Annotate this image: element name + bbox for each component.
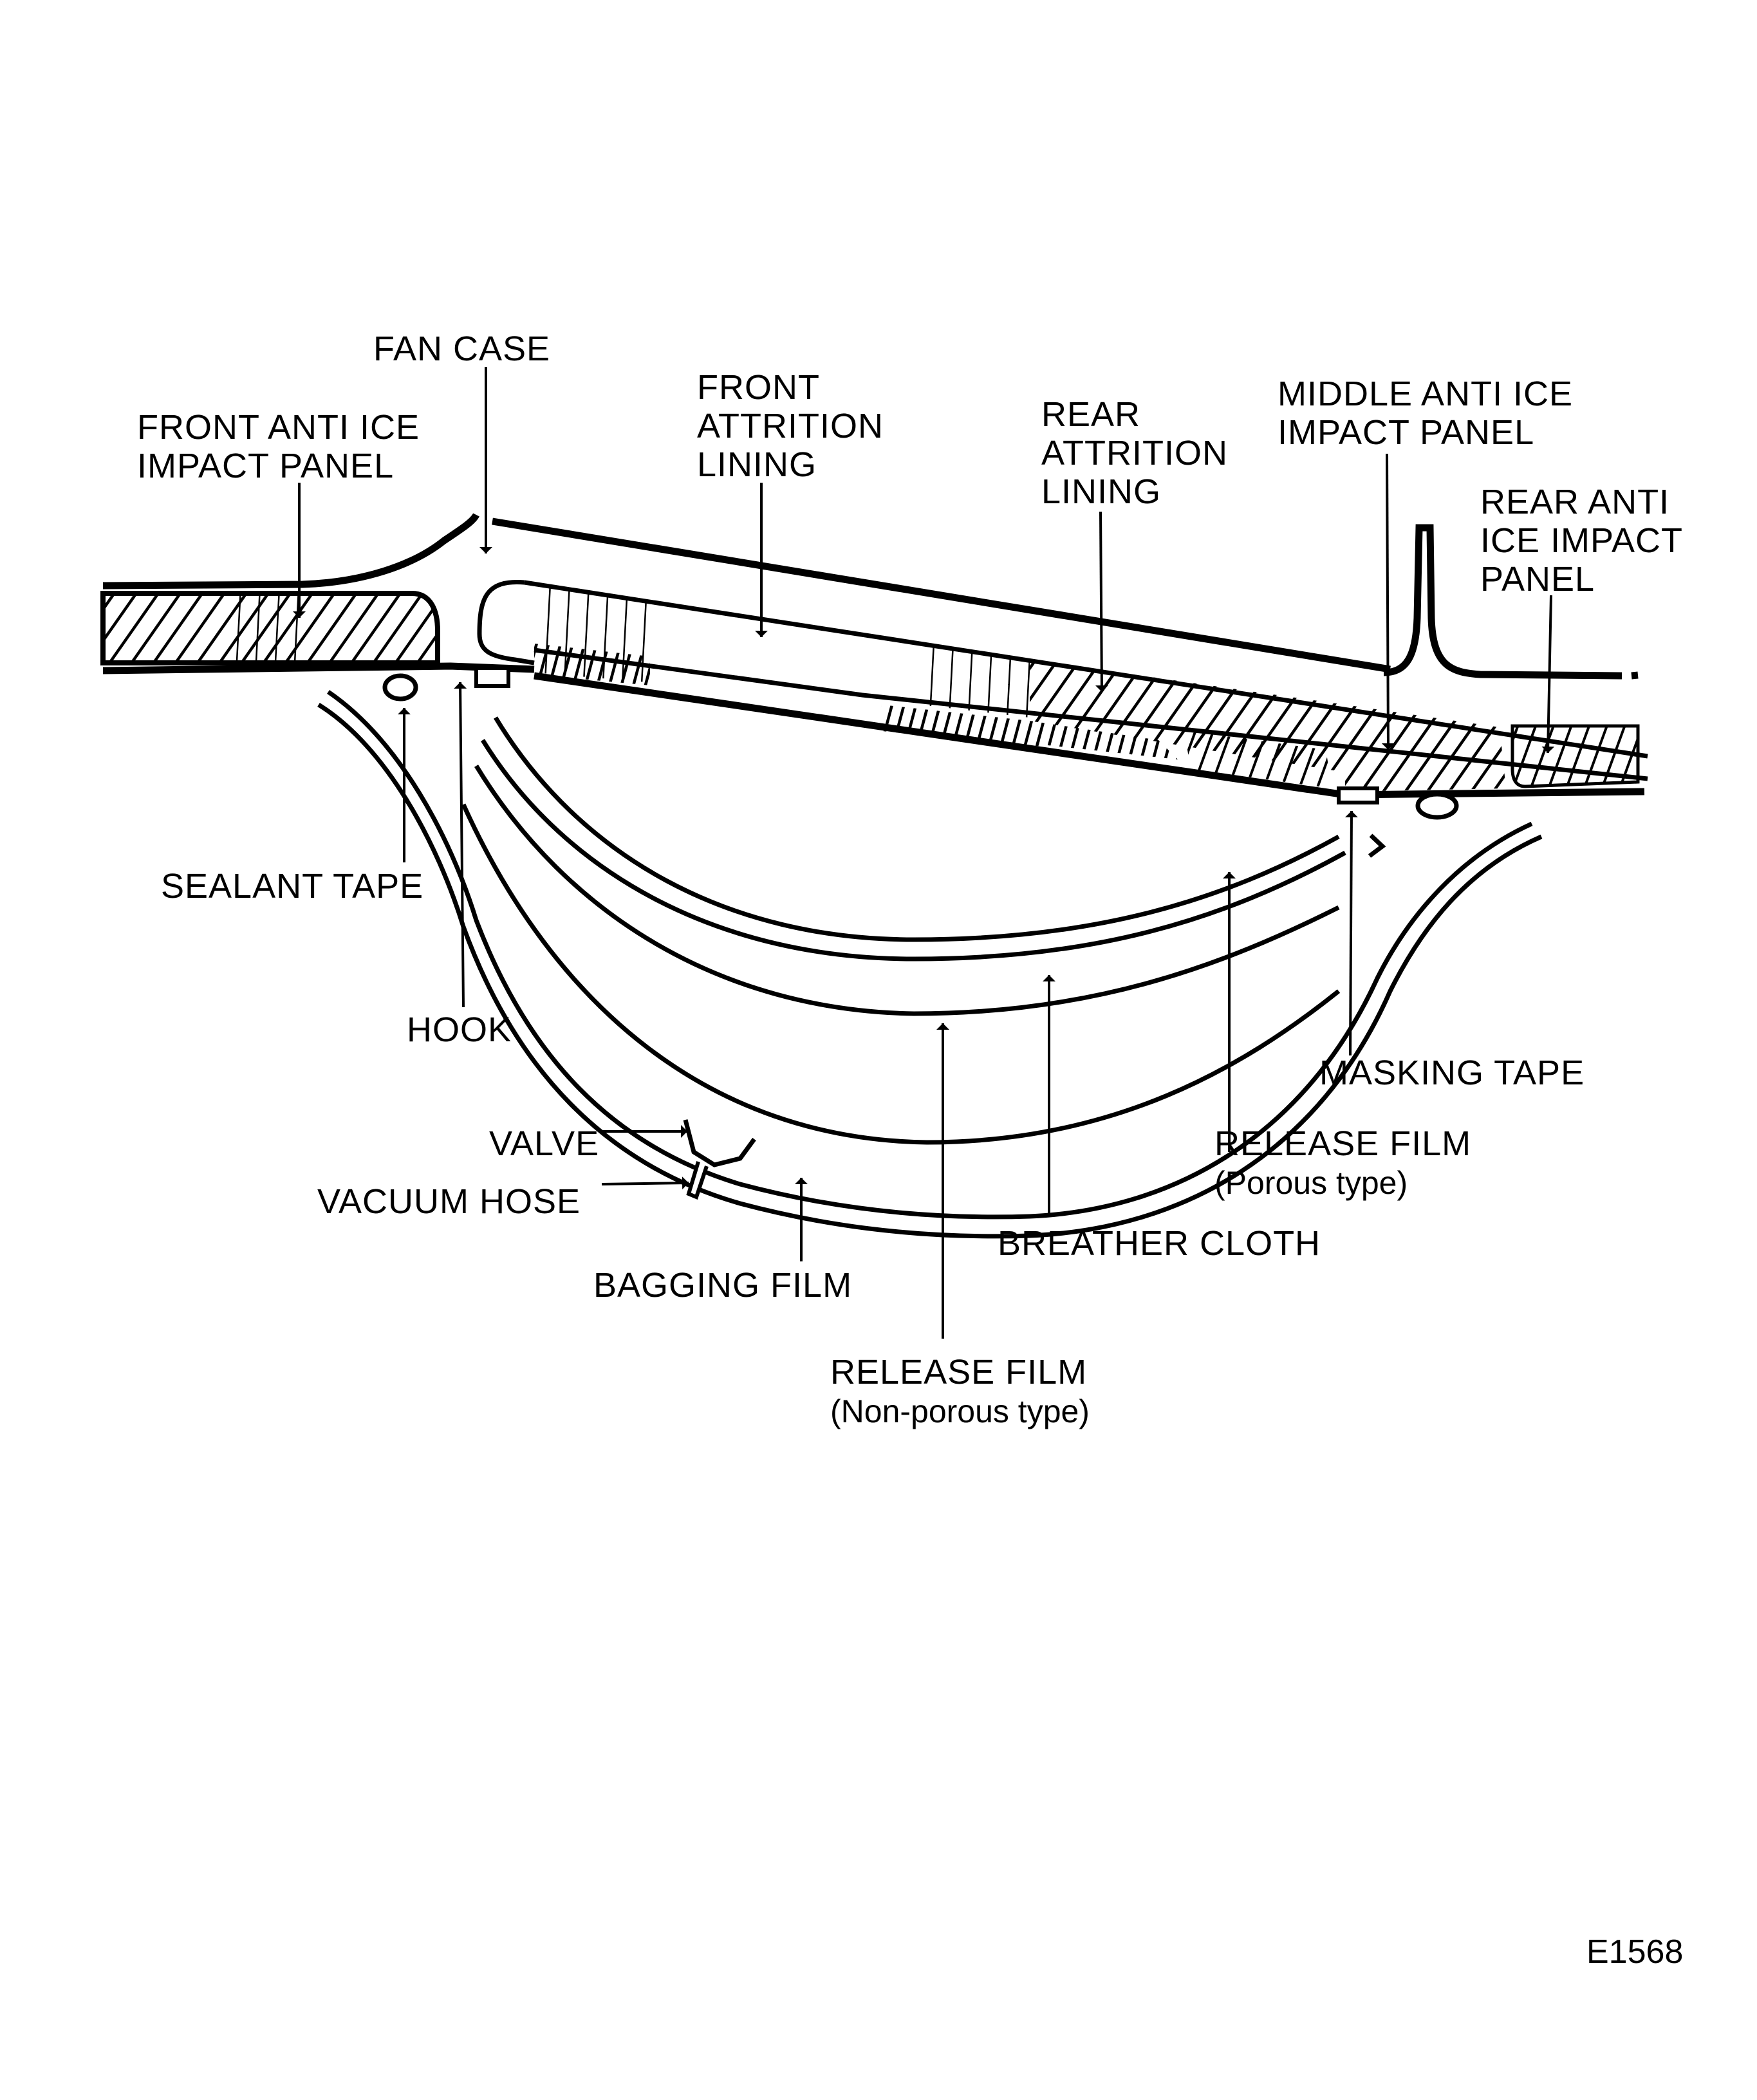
labels: FAN CASE FRONT ANTI ICE IMPACT PANEL FRO…: [137, 330, 1683, 1971]
lining-layers: [524, 580, 1648, 820]
bagging-film-curve: [327, 690, 1533, 1220]
label-release-film-porous-line1: RELEASE FILM: [1214, 1124, 1471, 1163]
label-rear-anti-ice-line3: PANEL: [1480, 560, 1595, 599]
label-front-attrition-line2: ATTRITION: [697, 407, 884, 445]
label-rear-attrition-line1: REAR: [1041, 395, 1140, 434]
label-breather-cloth: BREATHER CLOTH: [998, 1224, 1321, 1263]
fan-case-outline: [102, 513, 1639, 680]
label-sealant-tape: SEALANT TAPE: [161, 867, 423, 906]
sealant-tape-right: [1415, 792, 1459, 820]
label-middle-anti-ice-line2: IMPACT PANEL: [1278, 413, 1534, 452]
hook: [474, 666, 510, 688]
label-rear-anti-ice-line1: REAR ANTI: [1480, 483, 1669, 521]
sealant-tape-left: [382, 673, 418, 702]
valve: [683, 1119, 756, 1167]
label-middle-anti-ice-line1: MIDDLE ANTI ICE: [1278, 375, 1573, 413]
label-bagging-film: BAGGING FILM: [593, 1266, 852, 1305]
label-front-attrition-line1: FRONT: [697, 368, 820, 407]
label-fan-case: FAN CASE: [373, 330, 550, 368]
label-rear-anti-ice-line2: ICE IMPACT: [1480, 521, 1683, 560]
label-release-film-porous-line2: (Porous type): [1214, 1165, 1408, 1201]
label-front-attrition-line3: LINING: [697, 445, 817, 484]
label-hook: HOOK: [407, 1010, 512, 1049]
vacuum-hose: [686, 1161, 709, 1200]
label-front-anti-ice-line1: FRONT ANTI ICE: [137, 408, 420, 447]
label-valve: VALVE: [489, 1124, 599, 1163]
label-release-film-nonporous-line1: RELEASE FILM: [830, 1353, 1087, 1391]
front-anti-ice-panel: [100, 591, 535, 674]
figure-id: E1568: [1586, 1933, 1683, 1971]
label-rear-attrition-line2: ATTRITION: [1041, 434, 1228, 472]
release-film-porous-curve: [494, 716, 1340, 942]
hook-cavity: [382, 579, 535, 702]
label-vacuum-hose: VACUUM HOSE: [317, 1182, 581, 1221]
label-release-film-nonporous-line2: (Non-porous type): [830, 1393, 1090, 1429]
valve-assembly: [683, 1119, 756, 1200]
release-film-nonporous-curve: [461, 803, 1341, 1145]
leader-lines: [293, 367, 1555, 1339]
label-front-anti-ice-line2: IMPACT PANEL: [137, 447, 394, 485]
label-masking-tape: MASKING TAPE: [1319, 1054, 1585, 1092]
label-rear-attrition-line3: LINING: [1041, 472, 1161, 511]
masking-tape: [1337, 786, 1379, 804]
bag-layers: [317, 690, 1543, 1239]
breather-cloth-curve: [474, 765, 1340, 1016]
